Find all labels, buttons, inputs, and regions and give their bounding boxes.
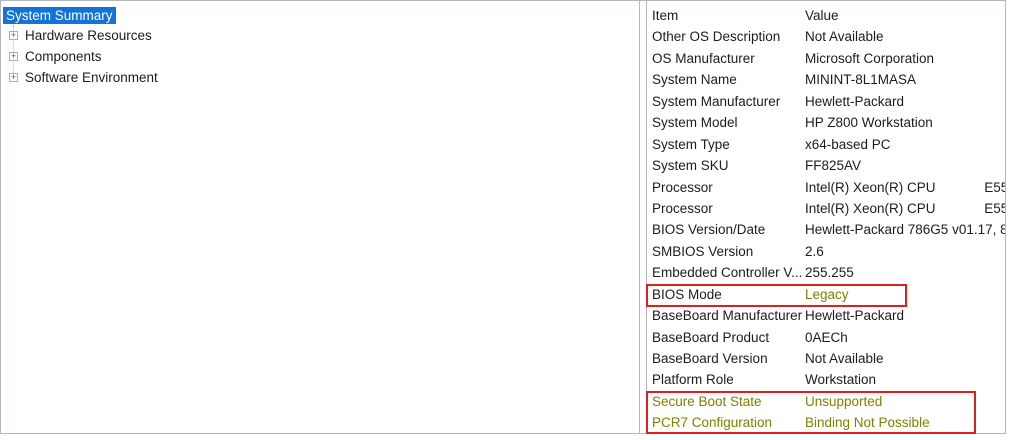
row-item-label: System Model xyxy=(652,115,738,131)
detail-pane: Item Value Other OS Description Not Avai… xyxy=(646,1,1005,433)
tree-item-software-environment[interactable]: + Software Environment xyxy=(1,67,639,88)
row-item-label: SMBIOS Version xyxy=(652,243,754,259)
expand-plus-icon[interactable]: + xyxy=(9,30,18,41)
row-value: Intel(R) Xeon(R) CPU E5506 xyxy=(805,179,1005,195)
row-value: 2.6 xyxy=(805,243,824,259)
tree-item-system-summary[interactable]: System Summary xyxy=(1,5,639,26)
row-item-label: BIOS Mode xyxy=(652,286,722,302)
row-value: Not Available xyxy=(805,29,884,45)
row-value: HP Z800 Workstation xyxy=(805,115,933,131)
table-row-system-manufacturer[interactable]: System Manufacturer Hewlett-Packard xyxy=(647,91,1005,112)
table-row-processor-1[interactable]: Processor Intel(R) Xeon(R) CPU E5506 xyxy=(647,177,1005,198)
table-row-embedded-controller-version[interactable]: Embedded Controller V... 255.255 xyxy=(647,262,1005,283)
row-item-label: PCR7 Configuration xyxy=(652,415,773,431)
table-row-bios-version-date[interactable]: BIOS Version/Date Hewlett-Packard 786G5 … xyxy=(647,219,1005,240)
tree-item-label: System Summary xyxy=(3,6,116,24)
table-row-secure-boot-state[interactable]: Secure Boot State Unsupported xyxy=(647,391,1005,412)
column-header-item: Item xyxy=(652,8,679,23)
row-item-label: System Type xyxy=(652,136,730,152)
table-row-processor-2[interactable]: Processor Intel(R) Xeon(R) CPU E5506 xyxy=(647,198,1005,219)
row-item-label: BaseBoard Version xyxy=(652,351,768,366)
row-value: Hewlett-Packard xyxy=(805,93,905,109)
row-value: 255.255 xyxy=(805,265,854,281)
table-row-system-sku[interactable]: System SKU FF825AV xyxy=(647,155,1005,176)
row-item-label: Other OS Description xyxy=(652,29,781,45)
row-item-label: Processor xyxy=(652,179,713,195)
tree-item-label: Hardware Resources xyxy=(25,28,152,44)
row-value: x64-based PC xyxy=(805,136,891,152)
table-row-smbios-version[interactable]: SMBIOS Version 2.6 xyxy=(647,241,1005,262)
table-row-system-type[interactable]: System Type x64-based PC xyxy=(647,134,1005,155)
column-header-row: Item Value xyxy=(647,5,1005,26)
expand-plus-icon[interactable]: + xyxy=(9,71,18,82)
tree-item-label: Software Environment xyxy=(25,69,158,85)
row-item-label: Embedded Controller V... xyxy=(652,265,803,281)
table-row-os-manufacturer[interactable]: OS Manufacturer Microsoft Corporation xyxy=(647,48,1005,69)
expand-plus-icon[interactable]: + xyxy=(9,50,18,61)
row-value: 0AECh xyxy=(805,329,848,345)
row-value: FF825AV xyxy=(805,158,862,174)
row-item-label: OS Manufacturer xyxy=(652,50,755,66)
row-item-label: System Name xyxy=(652,72,737,88)
tree-item-components[interactable]: + Components xyxy=(1,46,639,67)
table-row-system-model[interactable]: System Model HP Z800 Workstation xyxy=(647,112,1005,133)
tree-item-hardware-resources[interactable]: + Hardware Resources xyxy=(1,26,639,47)
row-item-label: BIOS Version/Date xyxy=(652,222,766,238)
table-row-bios-mode[interactable]: BIOS Mode Legacy xyxy=(647,284,1005,305)
row-value: Not Available xyxy=(805,351,884,366)
row-value: Binding Not Possible xyxy=(805,415,930,431)
row-item-label: BaseBoard Product xyxy=(652,329,770,345)
row-value: Microsoft Corporation xyxy=(805,50,935,66)
row-item-label: BaseBoard Manufacturer xyxy=(652,308,803,324)
category-tree-pane: System Summary + Hardware Resources + Co… xyxy=(1,1,640,433)
row-item-label: Platform Role xyxy=(652,372,734,388)
table-row-baseboard-version[interactable]: BaseBoard Version Not Available xyxy=(647,348,1005,369)
row-value: Legacy xyxy=(805,286,849,302)
row-item-label: System Manufacturer xyxy=(652,93,781,109)
row-item-label: System SKU xyxy=(652,158,729,174)
row-value: Hewlett-Packard 786G5 v01.17, 8/ xyxy=(805,222,1005,238)
table-row-pcr7-configuration[interactable]: PCR7 Configuration Binding Not Possible xyxy=(647,412,1005,433)
table-row-baseboard-manufacturer[interactable]: BaseBoard Manufacturer Hewlett-Packard xyxy=(647,305,1005,326)
table-row-baseboard-product[interactable]: BaseBoard Product 0AECh xyxy=(647,327,1005,348)
row-value: MININT-8L1MASA xyxy=(805,72,917,88)
table-row-platform-role[interactable]: Platform Role Workstation xyxy=(647,369,1005,390)
table-row-system-name[interactable]: System Name MININT-8L1MASA xyxy=(647,69,1005,90)
row-value: Unsupported xyxy=(805,393,883,409)
row-value: Hewlett-Packard xyxy=(805,308,905,324)
row-item-label: Secure Boot State xyxy=(652,393,762,409)
tree-item-label: Components xyxy=(25,48,102,64)
column-header-value: Value xyxy=(805,8,839,23)
row-item-label: Processor xyxy=(652,200,713,216)
row-value: Intel(R) Xeon(R) CPU E5506 xyxy=(805,200,1005,216)
table-row-other-os-description[interactable]: Other OS Description Not Available xyxy=(647,26,1005,47)
row-value: Workstation xyxy=(805,372,877,388)
